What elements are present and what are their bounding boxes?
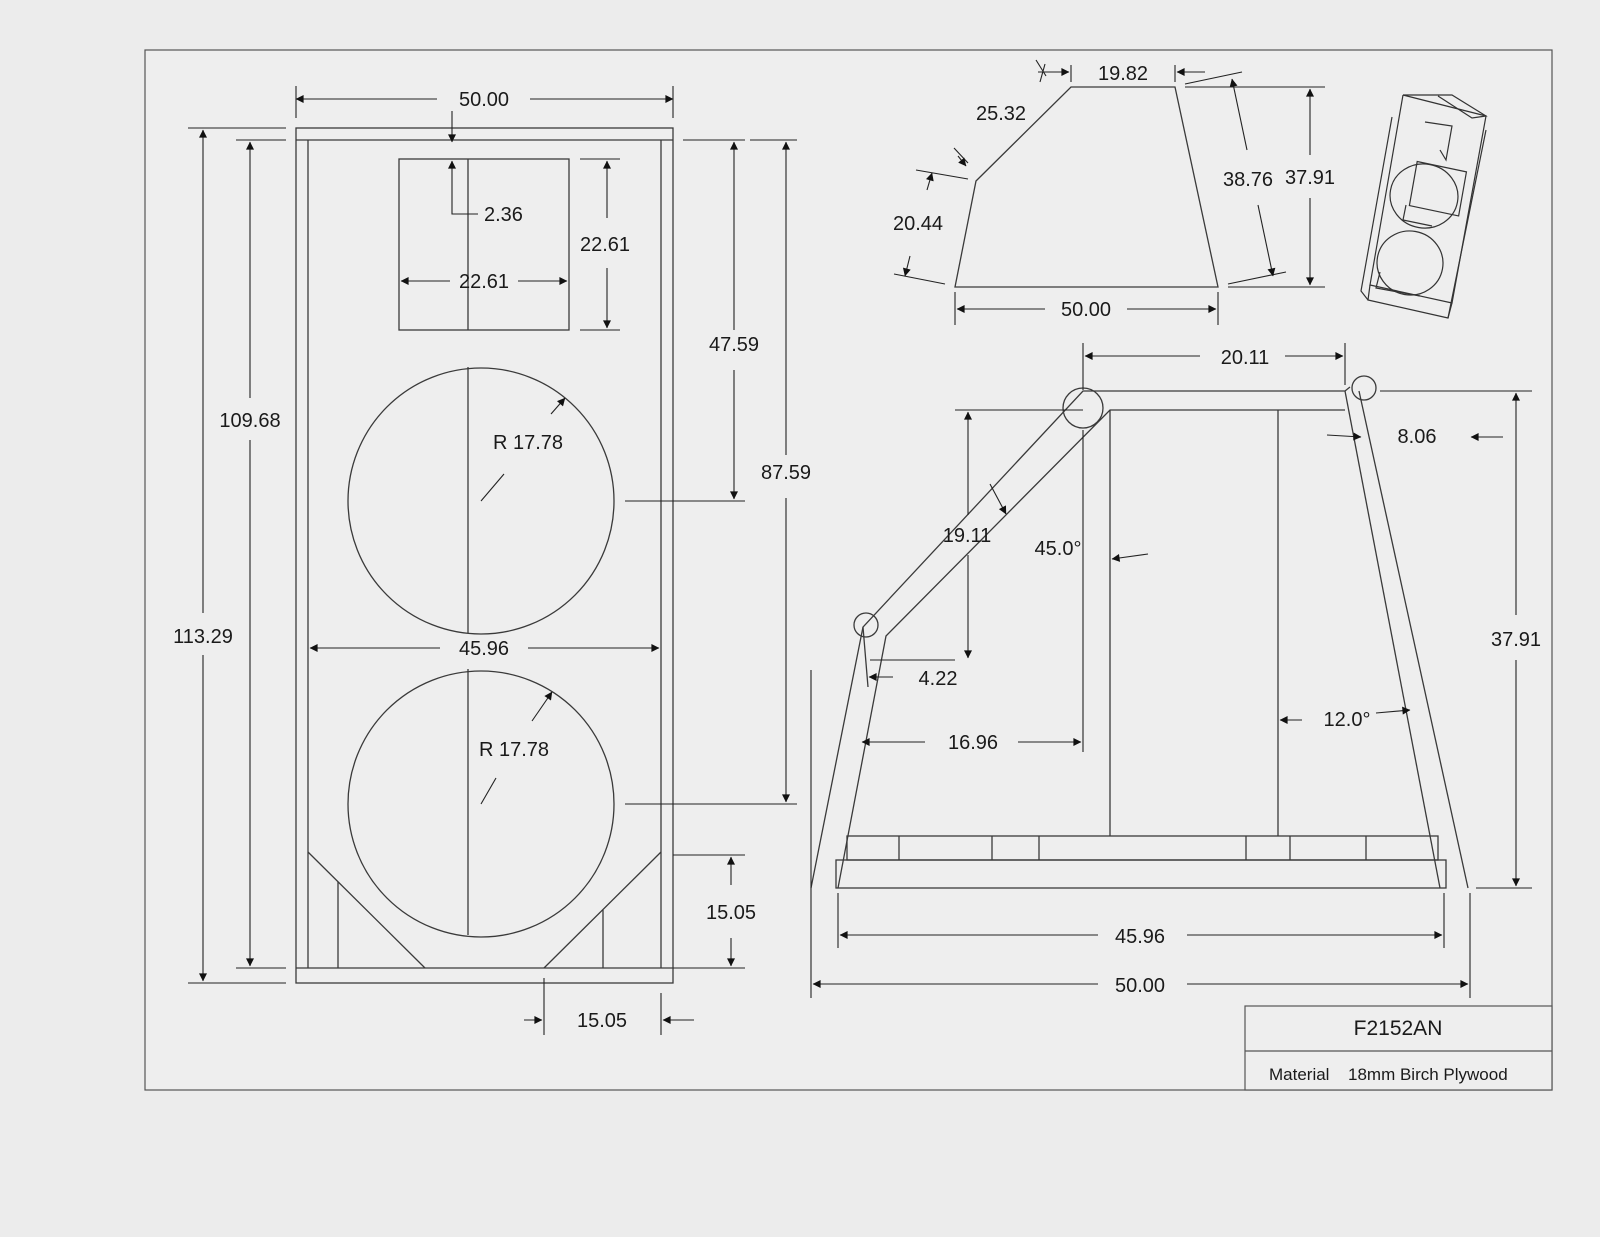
joint-top-right	[1351, 375, 1377, 401]
isometric-view	[1360, 94, 1488, 319]
section-inner-top	[837, 409, 1345, 889]
left-corner-brace	[307, 851, 426, 969]
drawing-frame	[144, 49, 1553, 1091]
lower-woofer-cutout	[347, 670, 615, 938]
dim-section-front-offset: 4.22	[919, 668, 958, 690]
dim-section-bevel-angle: 45.0°	[1035, 538, 1082, 560]
dim-front-outer-height: 113.29	[173, 626, 233, 648]
title-block: F2152AN Material 18mm Birch Plywood	[1244, 1005, 1553, 1091]
section-view: 20.11 8.06 19.11 45.0° 4.22 16.96 12.0°	[810, 343, 1541, 998]
top-view: 19.82 25.32 20.44 38.76 37.91 50.00	[893, 59, 1335, 325]
dim-section-rear-offset: 8.06	[1398, 426, 1437, 448]
upper-woofer-cutout	[347, 367, 615, 635]
dim-top-front-width: 50.00	[1061, 299, 1111, 321]
material-value: 18mm Birch Plywood	[1348, 1065, 1508, 1084]
material-label: Material	[1269, 1065, 1329, 1084]
dim-front-overall-width: 50.00	[459, 89, 509, 111]
cabinet-outline	[295, 127, 674, 984]
dim-upper-woofer-radius: R 17.78	[493, 432, 563, 454]
dim-corner-brace-height: 15.05	[706, 902, 756, 924]
dim-horn-height: 22.61	[580, 234, 630, 256]
dim-section-side-angle: 12.0°	[1324, 709, 1371, 731]
section-bottom-panel	[835, 859, 1447, 889]
dim-section-top-width: 20.11	[1221, 347, 1270, 369]
dim-top-front-short-side: 20.44	[893, 213, 943, 235]
dim-upper-woofer-center: 47.59	[709, 334, 759, 356]
dim-horn-width: 22.61	[459, 271, 509, 293]
dim-section-height: 37.91	[1491, 629, 1541, 651]
dim-top-depth: 37.91	[1285, 167, 1335, 189]
section-outer-top	[810, 386, 1351, 889]
dim-corner-brace-width: 15.05	[577, 1010, 627, 1032]
dim-top-long-side: 38.76	[1223, 169, 1273, 191]
dim-top-back-width: 19.82	[1098, 63, 1148, 85]
dim-section-outer-width: 50.00	[1115, 975, 1165, 997]
dim-front-inner-width: 45.96	[459, 638, 509, 660]
dim-lower-woofer-radius: R 17.78	[479, 739, 549, 761]
dim-section-bevel-depth: 16.96	[948, 732, 998, 754]
top-view-outline	[954, 86, 1219, 288]
dim-section-inner-width: 45.96	[1115, 926, 1165, 948]
section-rear-outer-2	[1358, 390, 1469, 889]
section-rear-outer	[1344, 390, 1441, 889]
horn-cutout	[398, 158, 570, 331]
part-number: F2152AN	[1354, 1017, 1443, 1040]
dim-lower-woofer-center: 87.59	[761, 462, 811, 484]
dim-section-bevel-length: 19.11	[943, 525, 992, 547]
front-view: 50.00 2.36 22.61 22.61 109.68 113.29 45.…	[173, 86, 811, 1035]
dim-front-inner-height: 109.68	[219, 410, 280, 432]
dim-tweeter-offset: 2.36	[484, 204, 523, 226]
joint-front	[853, 612, 879, 638]
dim-top-angled-side: 25.32	[976, 103, 1026, 125]
